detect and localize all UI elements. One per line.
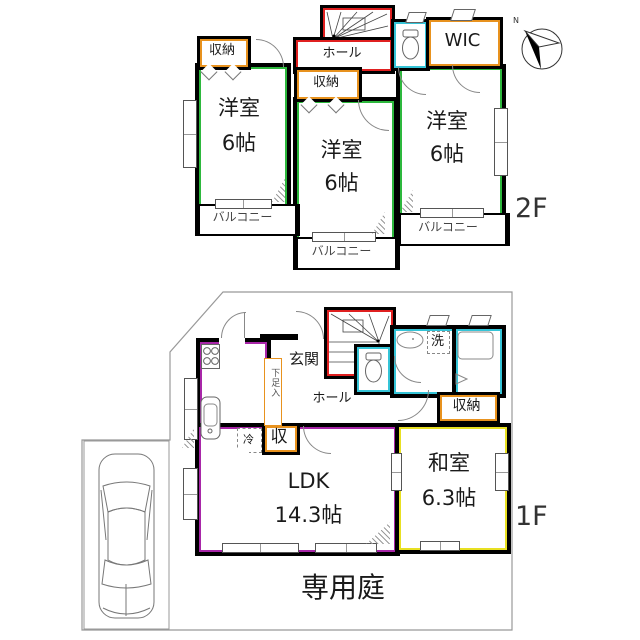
refrigerator-box xyxy=(237,428,262,453)
stove-icon xyxy=(201,344,220,369)
wic-2f xyxy=(429,20,500,66)
wall-segment xyxy=(260,334,298,340)
closet-2f-center-label: 収納 xyxy=(312,75,339,90)
window xyxy=(222,543,299,553)
door-opening xyxy=(219,337,245,344)
compass-icon xyxy=(521,28,563,70)
window xyxy=(495,453,509,491)
japanese-room-size: 6.3帖 xyxy=(421,486,477,510)
balcony-2f-center-label: バルコニー xyxy=(311,244,372,258)
window xyxy=(184,378,198,440)
entrance-label: 玄関 xyxy=(288,350,319,368)
room-2f-left-name: 洋室 xyxy=(218,96,260,120)
closet-2f-left-label: 収納 xyxy=(208,43,235,58)
stairs-2f xyxy=(323,8,392,43)
hall-2f-label: ホール xyxy=(322,46,362,61)
room-2f-center-size: 6帖 xyxy=(324,171,359,195)
window xyxy=(420,541,460,551)
small-window xyxy=(468,315,492,326)
washer-label: 洗 xyxy=(430,334,444,349)
closet-2f-left xyxy=(200,39,248,67)
window xyxy=(312,232,376,242)
door-panel xyxy=(244,312,245,338)
floor-2-tag: 2F xyxy=(515,193,548,224)
balcony-2f-left-label: バルコニー xyxy=(212,210,273,224)
toilet-icon xyxy=(402,29,419,60)
shoe-cabinet-label: 下足入 xyxy=(269,368,280,398)
balcony-2f-center xyxy=(293,237,400,270)
refrigerator-label: 冷 xyxy=(243,433,254,446)
ldk-size: 14.3帖 xyxy=(274,503,343,527)
hall-1f-label: ホール xyxy=(312,391,352,406)
window xyxy=(391,453,402,491)
window xyxy=(315,543,377,553)
shoe-cabinet xyxy=(264,358,282,426)
room-2f-left-size: 6帖 xyxy=(221,131,257,155)
closet-1f xyxy=(440,395,497,421)
pass-through-opening xyxy=(213,450,249,456)
balcony-2f-right-label: バルコニー xyxy=(418,220,478,234)
compass-north-label: N xyxy=(513,16,519,25)
storage-1f-label: 収 xyxy=(270,427,288,447)
stairs-2f-treads xyxy=(326,11,389,40)
window xyxy=(494,108,508,176)
room-2f-right-name: 洋室 xyxy=(426,109,468,133)
bathtub-icon xyxy=(457,331,494,360)
washer-box xyxy=(427,331,450,354)
window xyxy=(183,100,197,168)
toilet-room-2f xyxy=(394,22,427,68)
toilet-icon xyxy=(365,352,382,383)
drain-icon xyxy=(455,373,469,385)
japanese-room-name: 和室 xyxy=(428,451,470,475)
kitchen-sink-icon xyxy=(200,396,221,440)
closet-2f-center xyxy=(297,70,359,99)
toilet-room-1f xyxy=(357,347,390,392)
window xyxy=(183,468,198,520)
storage-1f xyxy=(265,426,297,452)
window xyxy=(215,199,272,209)
garden-label: 専用庭 xyxy=(300,571,385,604)
room-2f-center-name: 洋室 xyxy=(320,138,363,162)
wic-label: WIC xyxy=(444,30,481,51)
closet-1f-label: 収納 xyxy=(452,398,481,414)
washbasin-icon xyxy=(396,331,424,349)
floor-1-tag: 1F xyxy=(515,501,548,532)
small-window xyxy=(426,315,450,326)
ldk-name: LDK xyxy=(287,469,330,493)
car-icon xyxy=(98,453,155,619)
room-2f-right-size: 6帖 xyxy=(429,142,465,166)
window xyxy=(420,208,484,218)
